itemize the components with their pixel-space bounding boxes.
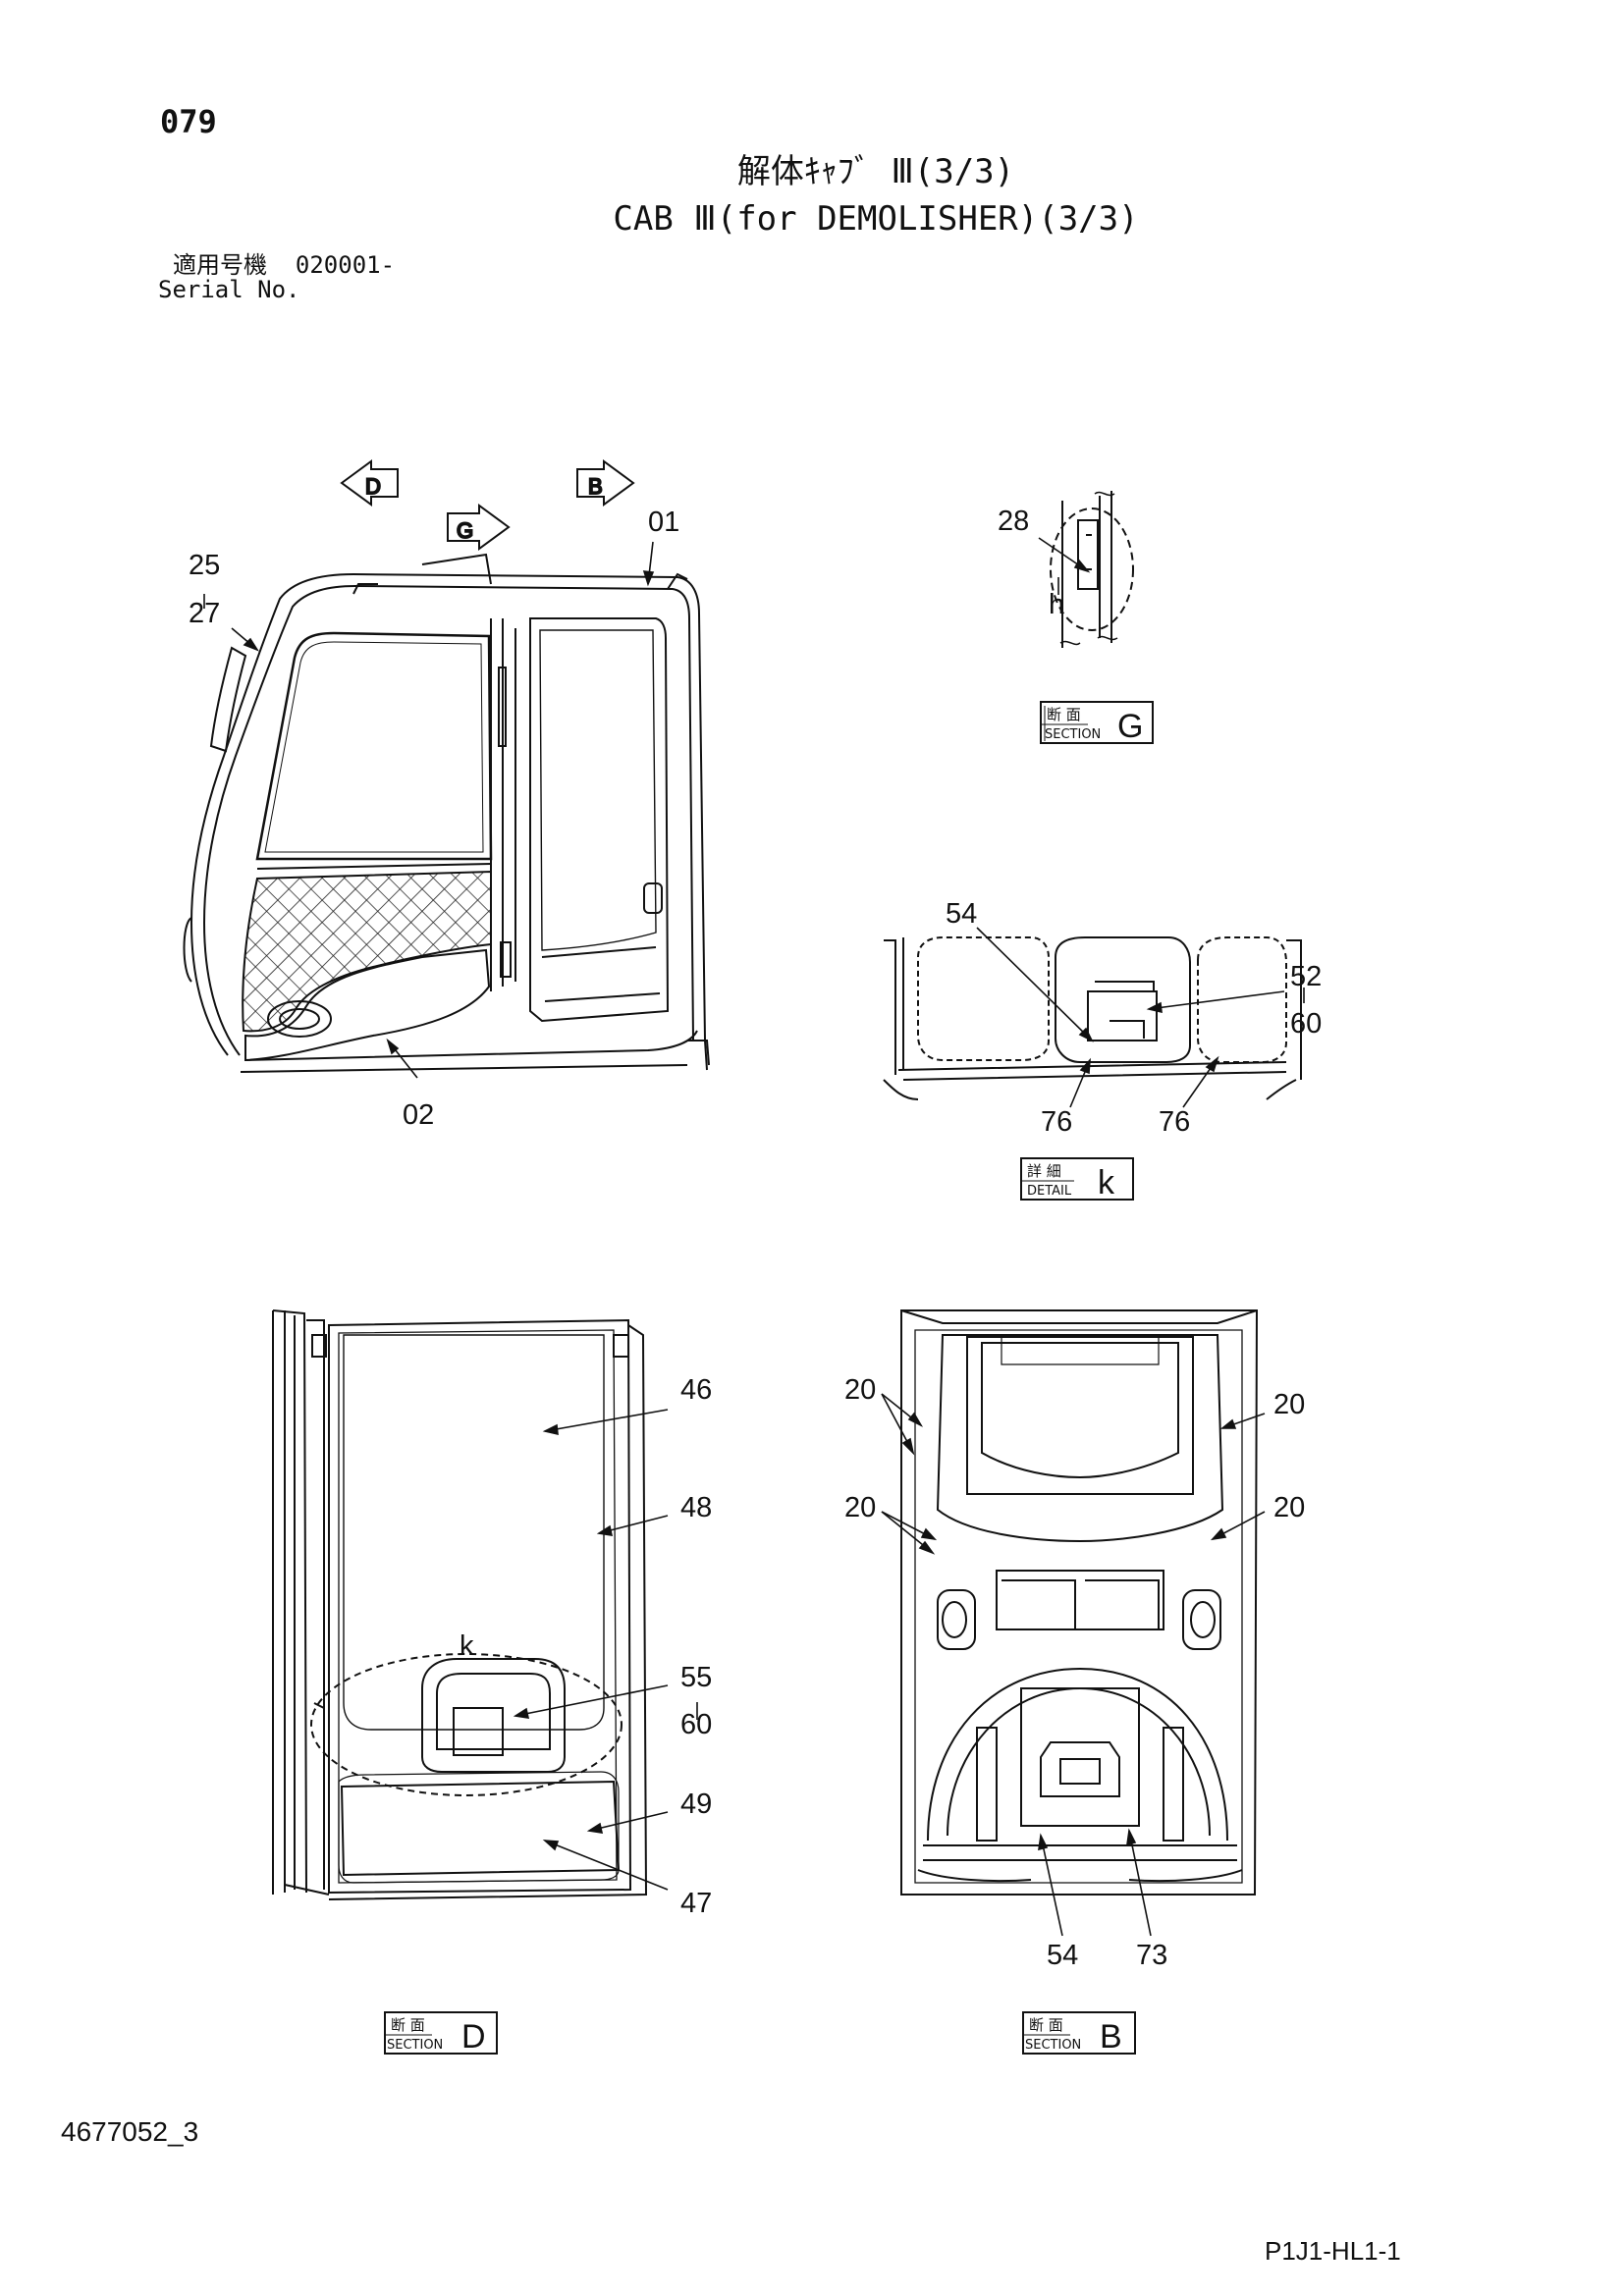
- callout-47: 47: [680, 1888, 712, 1919]
- callout-h: h: [1049, 589, 1064, 620]
- cab-side-view: [183, 553, 710, 1073]
- callout-76-right: 76: [1159, 1106, 1190, 1138]
- view-arrow-b-icon: B: [576, 459, 635, 507]
- serial-line: 適用号機 020001-: [173, 253, 395, 277]
- callout-20-upper-right: 20: [1273, 1389, 1305, 1420]
- callout-k: k: [460, 1630, 474, 1662]
- section-g-detail: [1050, 491, 1134, 648]
- section-d-label: 断 面 SECTION D: [384, 2011, 498, 2056]
- leader-lines: [203, 537, 1305, 1937]
- callout-27: 27: [189, 598, 220, 629]
- view-arrow-d-label: D: [365, 474, 381, 499]
- detail-k-label-jp: 詳 細: [1027, 1162, 1061, 1180]
- section-g-label-letter: G: [1117, 708, 1143, 745]
- page-title-english: CAB Ⅲ(for DEMOLISHER)(3/3): [613, 199, 1139, 239]
- detail-k-view: [883, 936, 1302, 1100]
- callout-76-left: 76: [1041, 1106, 1072, 1138]
- section-g-label-jp: 断 面: [1047, 706, 1081, 723]
- detail-k-label-letter: k: [1098, 1164, 1115, 1201]
- callout-labels: 01 25 27 02 28 h 54 52 60 76 76 46 48 k …: [189, 506, 1322, 1971]
- callout-49: 49: [680, 1789, 712, 1820]
- detail-k-label-en: DETAIL: [1027, 1184, 1072, 1199]
- view-arrow-b-label: B: [588, 474, 603, 499]
- callout-48: 48: [680, 1492, 712, 1523]
- section-d-view: [272, 1309, 648, 1900]
- serial-label-japanese: 適用号機: [173, 251, 267, 279]
- drawing-number: 4677052_3: [61, 2116, 199, 2147]
- section-b-label-jp: 断 面: [1029, 2016, 1063, 2034]
- page-title-japanese: 解体ｷｬﾌﾞ Ⅲ(3/3): [736, 152, 1015, 191]
- callout-60-detail: 60: [1290, 1008, 1322, 1040]
- section-d-label-en: SECTION: [387, 2038, 443, 2053]
- view-arrow-d-icon: D: [340, 459, 399, 507]
- callout-54-section-b: 54: [1047, 1940, 1078, 1971]
- callout-28: 28: [998, 506, 1029, 537]
- callout-02: 02: [403, 1099, 434, 1131]
- section-g-label-en: SECTION: [1045, 727, 1101, 742]
- callout-25: 25: [189, 550, 220, 581]
- section-b-label: 断 面 SECTION B: [1022, 2011, 1136, 2056]
- section-b-view: [900, 1309, 1259, 1896]
- callout-73: 73: [1136, 1940, 1167, 1971]
- callout-55: 55: [680, 1662, 712, 1693]
- serial-value: 020001-: [295, 251, 396, 279]
- callout-01: 01: [648, 507, 679, 538]
- callout-20-upper-left: 20: [844, 1374, 876, 1406]
- section-g-label: 断 面 SECTION G: [1040, 701, 1154, 745]
- section-d-label-jp: 断 面: [391, 2016, 425, 2034]
- page-number: 079: [160, 103, 217, 140]
- section-b-label-letter: B: [1100, 2018, 1122, 2056]
- callout-20-lower-left: 20: [844, 1492, 876, 1523]
- page-code: P1J1-HL1-1: [1265, 2236, 1401, 2266]
- section-d-label-letter: D: [461, 2018, 486, 2056]
- section-b-label-en: SECTION: [1025, 2038, 1081, 2053]
- callout-20-lower-right: 20: [1273, 1492, 1305, 1523]
- callout-54-detail: 54: [946, 898, 977, 930]
- serial-label-english: Serial No.: [158, 276, 300, 303]
- detail-k-label: 詳 細 DETAIL k: [1020, 1157, 1134, 1201]
- view-arrow-g-label: G: [457, 518, 473, 543]
- callout-46: 46: [680, 1374, 712, 1406]
- callout-60-section-d: 60: [680, 1709, 712, 1740]
- callout-52: 52: [1290, 961, 1322, 992]
- view-arrow-g-icon: G: [447, 504, 511, 551]
